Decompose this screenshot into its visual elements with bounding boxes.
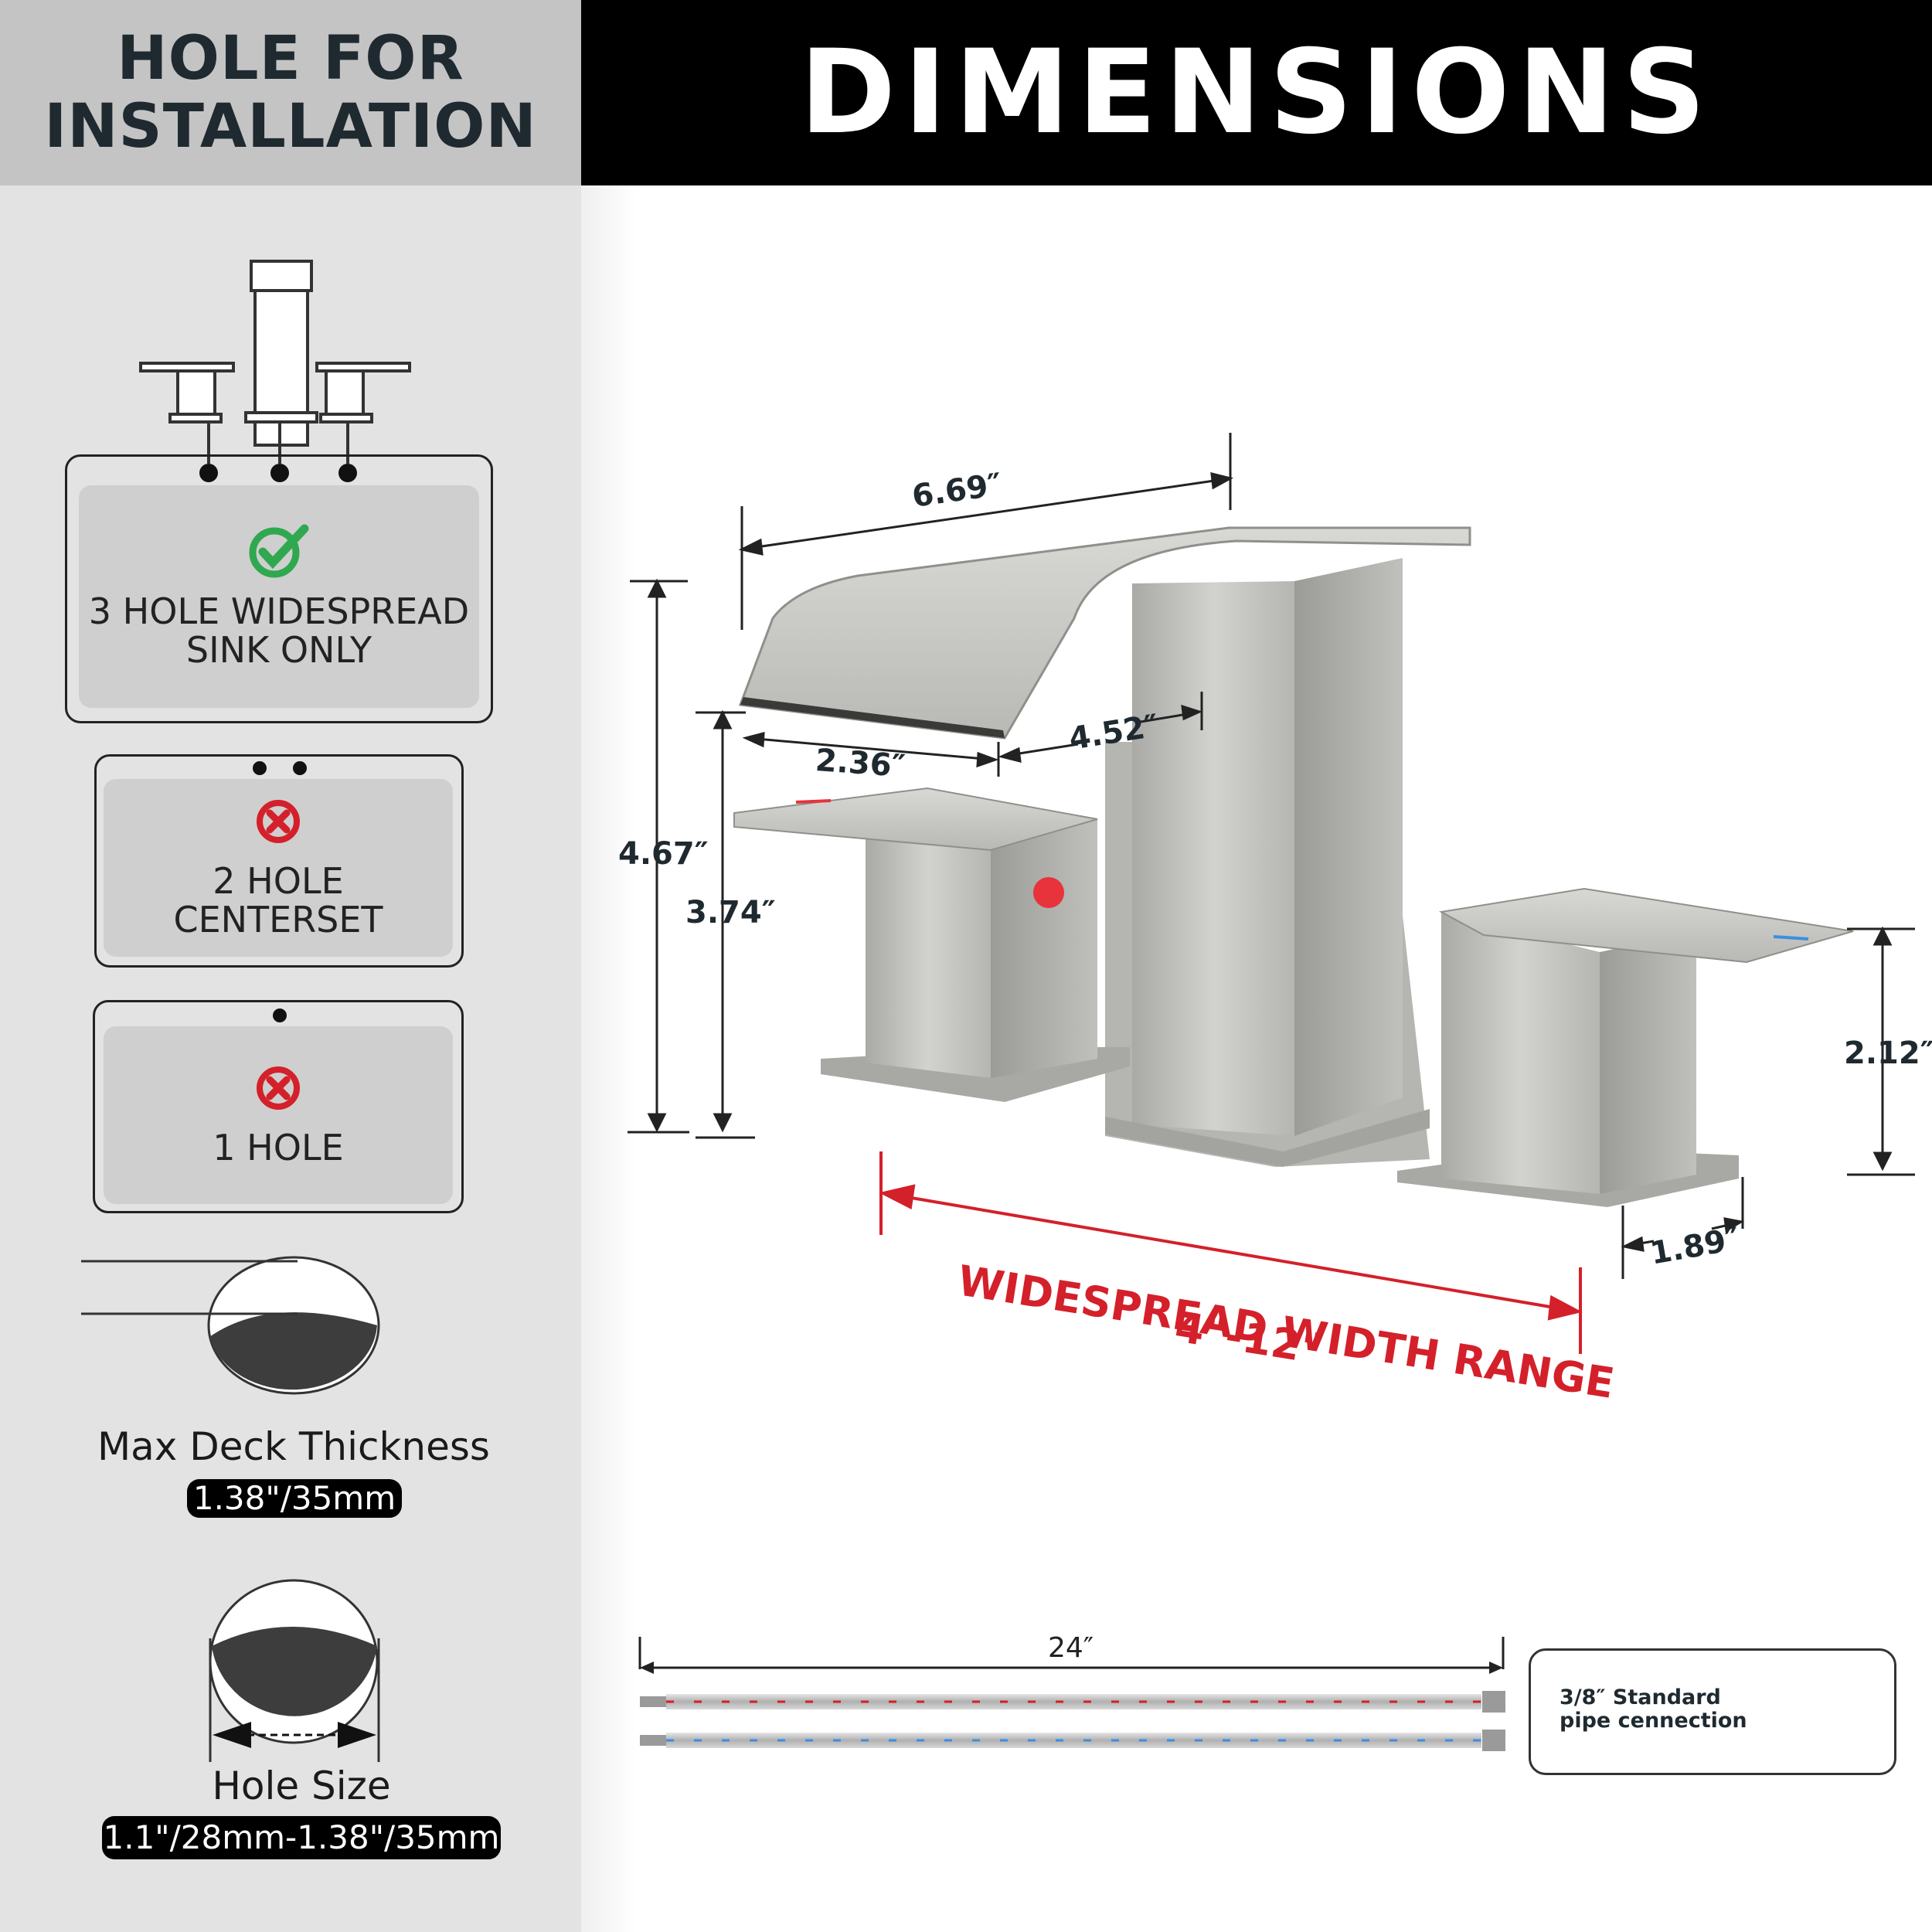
- connector-line1: 3/8″ Standard: [1560, 1685, 1721, 1709]
- connector-line2: pipe cennection: [1560, 1709, 1747, 1733]
- deck-thickness-caption: Max Deck Thickness: [97, 1424, 490, 1469]
- installation-title-line2: INSTALLATION: [44, 92, 537, 162]
- hole-size-icon: [209, 1579, 380, 1762]
- hot-indicator: [795, 799, 832, 804]
- hose-length-label: 24″: [1048, 1632, 1094, 1664]
- handle-height-label: 2.12″: [1844, 1036, 1932, 1071]
- sink-1-hole: [93, 1000, 464, 1213]
- cold-indicator: [1773, 935, 1809, 940]
- sink-1-hole-label: 1 HOLE: [213, 1127, 344, 1168]
- sink-2-hole-basin: 2 HOLE CENTERSET: [104, 779, 453, 957]
- connector-info-box: [1529, 1648, 1896, 1775]
- installation-title-line1: HOLE FOR: [117, 24, 464, 94]
- spout-height-label: 3.74″: [685, 895, 776, 930]
- sink-1-hole-basin: 1 HOLE: [104, 1026, 453, 1204]
- one-hole-dot-icon: [273, 1009, 287, 1022]
- deck-thickness-icon: [81, 1256, 380, 1395]
- spout-width-label: 2.36″: [814, 742, 907, 785]
- total-height-label: 4.67″: [618, 836, 709, 872]
- connector-text: 3/8″ Standard pipe cennection: [1560, 1686, 1747, 1733]
- sink-3-hole-label: 3 HOLE WIDESPREAD: [88, 590, 470, 632]
- spout: [738, 526, 1471, 1167]
- hole-size-caption: Hole Size: [212, 1764, 391, 1808]
- dimensions-title: DIMENSIONS: [799, 26, 1714, 160]
- deck-thickness-value: 1.38"/35mm: [187, 1479, 402, 1518]
- dimension-lines: [628, 433, 1915, 1279]
- water-hoses: [638, 1637, 1505, 1751]
- cross-icon: [257, 800, 300, 843]
- sink-2-hole-label: 2 HOLE CENTERSET: [173, 860, 383, 940]
- two-hole-dots-icon: [253, 761, 307, 775]
- faucet-schematic-icon: [139, 260, 411, 482]
- hot-handle: [733, 787, 1130, 1102]
- hot-indicator-dot-icon: [1033, 877, 1064, 908]
- dimensions-header: DIMENSIONS: [581, 0, 1932, 185]
- check-icon: [249, 524, 309, 578]
- hole-size-value: 1.1"/28mm-1.38"/35mm: [102, 1816, 501, 1859]
- sink-3-hole: [65, 454, 493, 723]
- sink-3-hole-basin: 3 HOLE WIDESPREAD SINK ONLY: [79, 485, 479, 708]
- widespread-range-arrow: [879, 1151, 1583, 1354]
- cross-icon: [257, 1066, 300, 1110]
- installation-header: HOLE FOR INSTALLATION: [0, 0, 581, 185]
- sink-3-hole-sublabel: SINK ONLY: [185, 629, 372, 671]
- sink-2-hole: [94, 754, 464, 968]
- cold-handle: [1397, 887, 1854, 1207]
